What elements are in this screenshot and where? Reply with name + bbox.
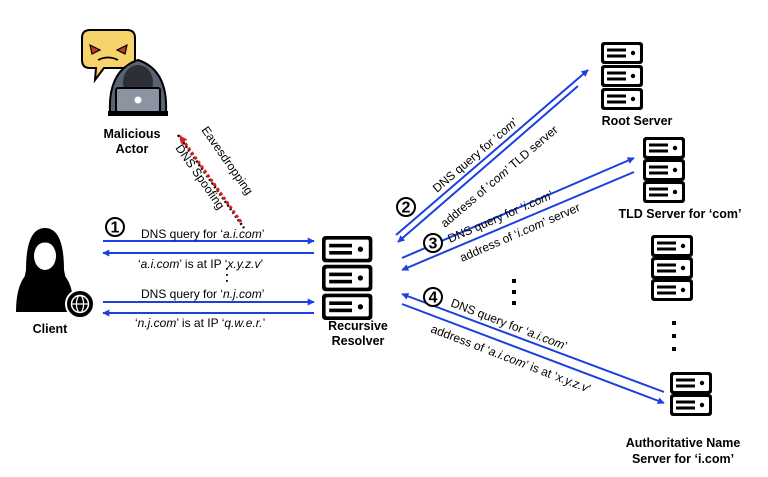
step-2-badge bbox=[396, 197, 416, 217]
client-response-2: ‘n.j.com’ is at IP ‘q.w.e.r.’ bbox=[135, 316, 265, 330]
client-query-1: DNS query for ‘a.i.com’ bbox=[141, 227, 264, 241]
malicious-actor-label-line2: Actor bbox=[116, 142, 149, 156]
client-query-2: DNS query for ‘n.j.com’ bbox=[141, 287, 264, 301]
malicious-actor-icon bbox=[81, 29, 168, 116]
step-1-badge bbox=[105, 217, 125, 237]
auth-reply-arrow bbox=[401, 292, 665, 393]
client-icon bbox=[16, 228, 95, 319]
root-server-icon bbox=[601, 42, 643, 110]
authoritative-server-label-line2: Server for ‘i.com’ bbox=[632, 452, 734, 466]
auth-reply-label: address of ‘a.i.com’ is at ‘x.y.z.v’ bbox=[429, 322, 593, 396]
recursive-resolver-label-line1: Recursive bbox=[328, 319, 388, 333]
step-2-number: 2 bbox=[402, 200, 411, 217]
client-response-1: ‘a.i.com’ is at IP ‘x.y.z.v’ bbox=[138, 257, 263, 271]
additional-server-icon bbox=[651, 235, 693, 301]
spoofing-arrow bbox=[178, 135, 243, 223]
recursive-resolver-icon bbox=[322, 236, 373, 320]
step-1-number: 1 bbox=[111, 220, 120, 237]
malicious-actor-label-line1: Malicious bbox=[104, 127, 161, 141]
tld-server-label: TLD Server for ‘com’ bbox=[619, 207, 742, 221]
auth-query-arrow bbox=[401, 303, 665, 405]
ellipsis-dots bbox=[226, 268, 676, 351]
root-reply-arrow bbox=[397, 85, 579, 243]
authoritative-server-icon bbox=[670, 372, 712, 416]
tld-reply-arrow bbox=[401, 171, 635, 271]
tld-server-icon bbox=[643, 137, 685, 203]
step-4-badge bbox=[423, 287, 443, 307]
client-label: Client bbox=[33, 322, 69, 336]
root-query-arrow bbox=[395, 69, 589, 236]
step-3-badge bbox=[423, 233, 443, 253]
root-server-label: Root Server bbox=[602, 114, 673, 128]
recursive-resolver-label-line2: Resolver bbox=[332, 334, 385, 348]
step-3-number: 3 bbox=[429, 236, 438, 253]
step-4-number: 4 bbox=[429, 290, 438, 307]
root-query-label: DNS query for ‘com’ bbox=[430, 115, 521, 195]
authoritative-server-label-line1: Authoritative Name bbox=[626, 436, 741, 450]
